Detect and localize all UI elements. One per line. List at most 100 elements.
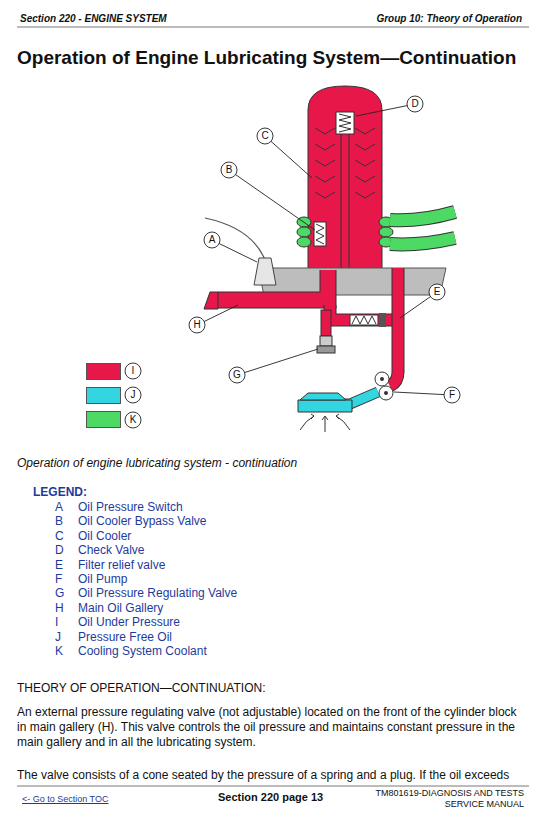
- callout-letter: D: [407, 96, 423, 112]
- legend-text: Main Oil Gallery: [78, 601, 163, 615]
- page-header: Group 10: Theory of Operation: [376, 13, 522, 25]
- drawing-stroke: [205, 218, 265, 260]
- callout-letter: K: [125, 412, 141, 428]
- drawing-stroke: [258, 268, 446, 295]
- legend-text: Check Valve: [78, 543, 144, 557]
- drawing-stroke: [321, 310, 331, 336]
- drawing-stroke: [375, 372, 389, 386]
- drawing-stroke: [341, 134, 342, 290]
- drawing-stroke: [355, 176, 375, 182]
- drawing-stroke: [407, 96, 423, 112]
- drawing-stroke: [315, 128, 335, 134]
- drawing-stroke: [356, 104, 415, 116]
- color-swatch: [86, 387, 121, 404]
- body-paragraph: An external pressure regulating valve (n…: [17, 705, 529, 750]
- drawing-stroke: [204, 292, 218, 309]
- drawing-stroke: [355, 128, 375, 134]
- drawing-stroke: [320, 336, 332, 346]
- drawing-stroke: [197, 104, 452, 395]
- legend-key: D: [55, 543, 64, 557]
- drawing-stroke: [336, 112, 354, 134]
- callout-letter: I: [125, 363, 141, 379]
- legend-key: B: [55, 514, 63, 528]
- drawing-stroke: [229, 170, 315, 230]
- drawing-stroke: [17, 27, 529, 28]
- drawing-stroke: [379, 313, 386, 327]
- drawing-stroke: [229, 367, 245, 383]
- legend-text: Oil Cooler Bypass Valve: [78, 514, 207, 528]
- drawing-stroke: [315, 128, 375, 198]
- legend-key: E: [55, 558, 63, 572]
- drawing-stroke: [349, 134, 350, 290]
- drawing-stroke: [125, 387, 141, 403]
- drawing-stroke: [125, 96, 460, 428]
- drawing-stroke: [390, 268, 398, 386]
- drawing-stroke: [355, 192, 375, 198]
- drawing-stroke: [315, 176, 335, 182]
- legend-text: Oil Pressure Regulating Valve: [78, 586, 237, 600]
- legend-key: C: [55, 529, 64, 543]
- drawing-stroke: [390, 212, 455, 220]
- drawing-stroke: [189, 317, 205, 333]
- drawing-stroke: [352, 316, 376, 324]
- drawing-stroke: [308, 86, 382, 272]
- drawing-stroke: [384, 391, 388, 395]
- legend-text: Oil Under Pressure: [78, 615, 180, 629]
- color-swatch: [86, 411, 121, 428]
- manual-id: TM801619-DIAGNOSIS AND TESTS SERVICE MAN…: [364, 788, 524, 810]
- legend-key: A: [55, 500, 63, 514]
- drawing-stroke: [444, 387, 460, 403]
- drawing-stroke: [339, 114, 351, 132]
- drawing-stroke: [315, 160, 335, 166]
- legend-key: J: [55, 630, 61, 644]
- drawing-stroke: [379, 386, 393, 400]
- drawing-stroke: [355, 160, 375, 166]
- drawing-stroke: [379, 227, 393, 237]
- drawing-stroke: [125, 412, 141, 428]
- callout-letter: E: [429, 284, 445, 300]
- drawing-stroke: [125, 363, 141, 379]
- toc-link: <- Go to Section TOC: [22, 794, 108, 805]
- drawing-stroke: [254, 258, 276, 285]
- drawing-stroke: [297, 237, 311, 247]
- legend-text: Filter relief valve: [78, 558, 165, 572]
- drawing-stroke: [315, 144, 335, 150]
- callout-letter: B: [221, 162, 237, 178]
- drawing-stroke: [204, 232, 220, 248]
- drawing-stroke: [390, 238, 455, 244]
- drawing-stroke: [257, 128, 273, 144]
- drawing-stroke: [300, 414, 350, 432]
- drawing-stroke: [300, 414, 314, 430]
- callout-letter: H: [189, 317, 205, 333]
- drawing-stroke: [297, 217, 393, 247]
- callout-letter: J: [125, 387, 141, 403]
- drawing-stroke: [237, 349, 318, 375]
- drawing-stroke: [394, 392, 452, 395]
- drawing-stroke: [297, 227, 311, 237]
- drawing-stroke: [315, 192, 335, 198]
- legend-text: Cooling System Coolant: [78, 644, 207, 658]
- drawing-stroke: [17, 786, 529, 787]
- page-number: Section 220 page 13: [218, 791, 323, 804]
- legend-key: H: [55, 601, 64, 615]
- drawing-stroke: [322, 416, 328, 432]
- drawing-stroke: [300, 393, 346, 400]
- page-header: Section 220 - ENGINE SYSTEM: [20, 13, 167, 25]
- drawing-stroke: [355, 144, 375, 150]
- drawing-stroke: [380, 377, 384, 381]
- drawing-stroke: [390, 268, 398, 386]
- color-swatch: [86, 363, 121, 380]
- drawing-stroke: [316, 224, 324, 244]
- legend-heading: LEGEND:: [33, 485, 87, 499]
- drawing-stroke: [429, 284, 445, 300]
- legend-key: G: [55, 586, 64, 600]
- figure-caption: Operation of engine lubricating system -…: [17, 456, 297, 470]
- drawing-stroke: [390, 212, 455, 220]
- legend-text: Pressure Free Oil: [78, 630, 172, 644]
- drawing-stroke: [390, 238, 455, 244]
- drawing-stroke: [336, 414, 350, 430]
- section-heading: THEORY OF OPERATION—CONTINUATION:: [17, 681, 265, 695]
- legend-key: F: [55, 572, 62, 586]
- body-paragraph: The valve consists of a cone seated by t…: [17, 768, 509, 782]
